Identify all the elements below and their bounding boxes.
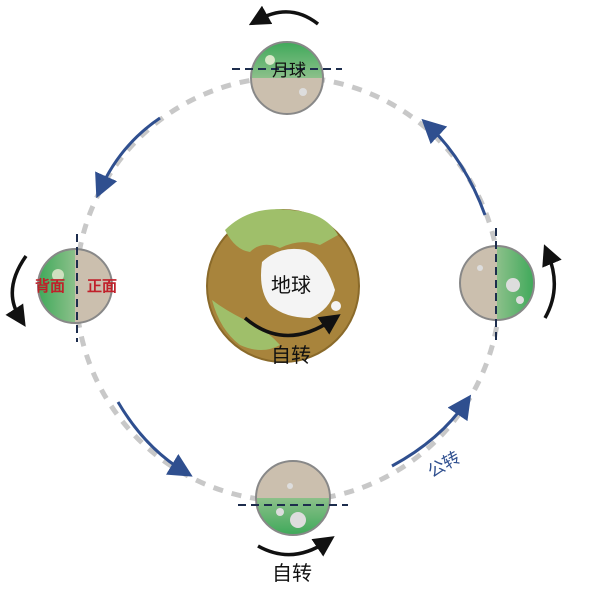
rotation-arrow-right bbox=[542, 244, 562, 319]
rotation-arrow-top bbox=[248, 5, 320, 26]
moon-label: 月球 bbox=[272, 61, 306, 81]
earth: 地球 自转 bbox=[206, 209, 360, 367]
earth-rotation-arrow bbox=[243, 314, 341, 338]
rotation-arrow-left bbox=[5, 254, 28, 327]
revolution-arrow-upper-left bbox=[95, 116, 161, 199]
rotation-arrow-bottom bbox=[257, 536, 335, 557]
revolution-label: 公转 bbox=[425, 448, 464, 482]
earth-label: 地球 bbox=[271, 273, 311, 297]
far-side-label: 背面 bbox=[35, 277, 65, 295]
moon-left: 背面 正面 bbox=[5, 234, 117, 342]
moon-rotation-label: 自转 bbox=[272, 561, 312, 585]
moon-top: 月球 bbox=[232, 5, 342, 115]
near-side-label: 正面 bbox=[87, 277, 117, 295]
revolution-arrow-upper-right bbox=[421, 118, 487, 216]
revolution-arrow-lower-right bbox=[391, 394, 472, 468]
earth-rotation-label: 自转 bbox=[271, 343, 311, 367]
moon-right bbox=[459, 228, 562, 340]
revolution-arrow-lower-left bbox=[116, 401, 193, 477]
moon-bottom: 自转 bbox=[238, 460, 348, 585]
